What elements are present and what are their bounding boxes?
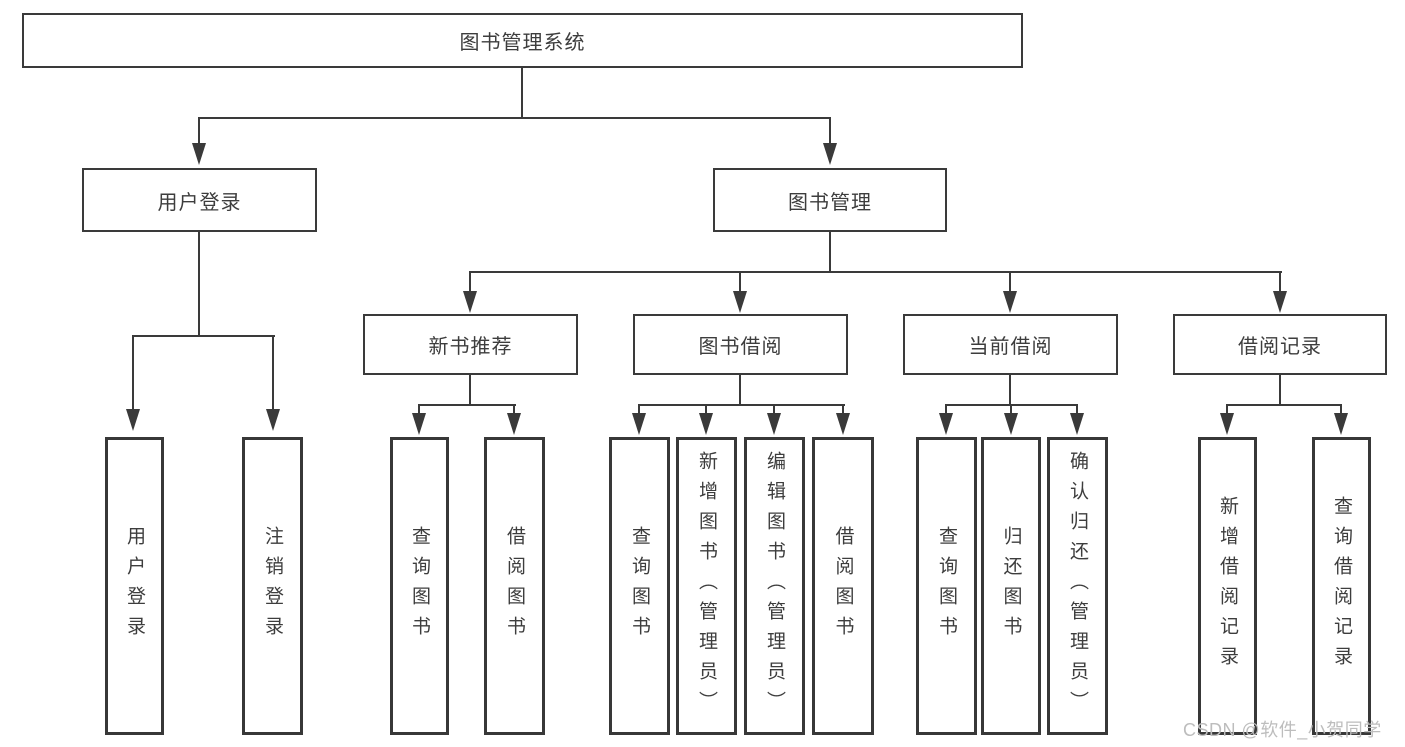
arrow-down-icon (699, 413, 713, 435)
arrow-down-icon (507, 413, 521, 435)
connector-line (705, 404, 707, 414)
connector-line (638, 404, 845, 406)
arrow-down-icon (126, 409, 140, 431)
connector-line (945, 404, 947, 414)
leaf-logout-login: 注销登录 (242, 437, 303, 735)
leaf-query-books-current: 查询图书 (916, 437, 977, 735)
node-label: 当前借阅 (968, 336, 1053, 358)
connector-line (198, 117, 831, 119)
arrow-down-icon (412, 413, 426, 435)
arrow-down-icon (1220, 413, 1234, 435)
node-current-borrowing: 当前借阅 (903, 314, 1118, 375)
connector-line (469, 271, 1282, 273)
connector-line (1009, 271, 1011, 293)
arrow-down-icon (192, 143, 206, 165)
node-label: 图书借阅 (698, 336, 783, 358)
leaf-query-books-borrow: 查询图书 (609, 437, 670, 735)
connector-line (1340, 404, 1342, 414)
leaf-label: 确认归还（管理员） (1067, 451, 1088, 721)
node-label: 借阅记录 (1238, 336, 1322, 358)
node-label: 图书管理 (788, 191, 872, 214)
connector-line (773, 404, 775, 414)
connector-line (842, 404, 844, 414)
connector-line (132, 335, 275, 337)
leaf-label: 归还图书 (1000, 526, 1022, 646)
leaf-add-borrow-record: 新增借阅记录 (1198, 437, 1257, 735)
connector-line (272, 335, 274, 410)
leaf-confirm-return-admin: 确认归还（管理员） (1047, 437, 1108, 735)
arrow-down-icon (939, 413, 953, 435)
arrow-down-icon (733, 291, 747, 313)
connector-line (1279, 375, 1281, 405)
node-user-login: 用户登录 (82, 168, 317, 232)
leaf-user-login: 用户登录 (105, 437, 164, 735)
arrow-down-icon (632, 413, 646, 435)
connector-line (829, 232, 831, 272)
connector-line (1010, 404, 1012, 414)
connector-line (829, 117, 831, 144)
arrow-down-icon (836, 413, 850, 435)
node-book-management: 图书管理 (713, 168, 947, 232)
connector-line (638, 404, 640, 414)
node-new-book-recommendation: 新书推荐 (363, 314, 578, 375)
arrow-down-icon (1003, 291, 1017, 313)
connector-line (1279, 271, 1281, 293)
leaf-label: 查询图书 (409, 526, 430, 646)
leaf-label: 新增图书（管理员） (696, 451, 717, 721)
connector-line (1226, 404, 1342, 406)
arrow-down-icon (463, 291, 477, 313)
leaf-query-books-recommend: 查询图书 (390, 437, 449, 735)
leaf-label: 注销登录 (262, 526, 283, 646)
node-library-management-system: 图书管理系统 (22, 13, 1023, 68)
connector-line (521, 68, 523, 117)
arrow-down-icon (1273, 291, 1287, 313)
leaf-label: 借阅图书 (832, 526, 854, 646)
connector-line (513, 404, 515, 414)
connector-line (1009, 375, 1011, 405)
connector-line (739, 271, 741, 293)
node-book-borrowing: 图书借阅 (633, 314, 848, 375)
leaf-label: 编辑图书（管理员） (764, 451, 785, 721)
connector-line (469, 271, 471, 293)
arrow-down-icon (1334, 413, 1348, 435)
leaf-label: 新增借阅记录 (1217, 496, 1238, 676)
node-label: 图书管理系统 (459, 32, 586, 54)
connector-line (132, 335, 134, 410)
connector-line (198, 232, 200, 336)
leaf-label: 用户登录 (124, 526, 145, 646)
node-borrowing-records: 借阅记录 (1173, 314, 1387, 375)
arrow-down-icon (1070, 413, 1084, 435)
connector-line (1076, 404, 1078, 414)
node-label: 新书推荐 (428, 336, 513, 358)
node-label: 用户登录 (157, 191, 242, 214)
arrow-down-icon (266, 409, 280, 431)
leaf-borrow-books: 借阅图书 (812, 437, 874, 735)
arrow-down-icon (767, 413, 781, 435)
watermark: CSDN @软件_小贺同学 (1183, 720, 1382, 740)
connector-line (469, 375, 471, 405)
connector-line (1226, 404, 1228, 414)
connector-line (739, 375, 741, 405)
arrow-down-icon (823, 143, 837, 165)
leaf-label: 借阅图书 (504, 526, 525, 646)
arrow-down-icon (1004, 413, 1018, 435)
leaf-label: 查询借阅记录 (1331, 496, 1352, 676)
leaf-add-books-admin: 新增图书（管理员） (676, 437, 737, 735)
leaf-return-books: 归还图书 (981, 437, 1041, 735)
leaf-edit-books-admin: 编辑图书（管理员） (744, 437, 805, 735)
leaf-label: 查询图书 (629, 526, 650, 646)
connector-line (418, 404, 420, 414)
leaf-borrow-books-recommend: 借阅图书 (484, 437, 545, 735)
leaf-query-borrow-record: 查询借阅记录 (1312, 437, 1371, 735)
leaf-label: 查询图书 (936, 526, 957, 646)
connector-line (198, 117, 200, 144)
connector-line (418, 404, 516, 406)
